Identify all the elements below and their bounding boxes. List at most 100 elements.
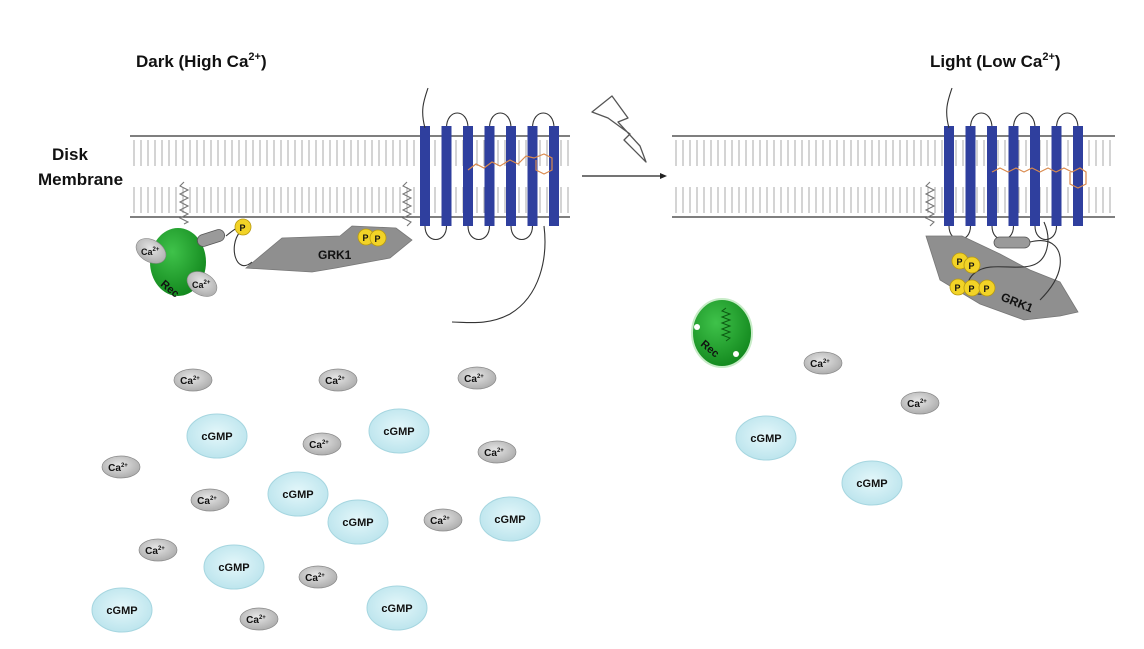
retinal-chromophore: [467, 153, 553, 175]
phosphate-light-4: P: [963, 279, 981, 297]
dark-panel-title: Dark (High Ca2+): [136, 51, 267, 71]
disk-membrane-left: [130, 135, 570, 218]
calcium-ion: Ca2+: [138, 538, 178, 562]
calcium-ion: Ca2+: [173, 368, 213, 392]
phosphate-light-2: P: [963, 256, 981, 274]
svg-text:Ca2+: Ca2+: [141, 247, 160, 257]
phosphate-dark-linker: P: [234, 218, 252, 236]
cgmp-molecule: cGMP: [267, 471, 329, 517]
cgmp-label: cGMP: [381, 603, 412, 615]
calcium-ion: Ca2+: [423, 508, 463, 532]
calcium-label: Ca2+: [430, 516, 450, 527]
helix-4: [484, 126, 495, 226]
lightning-icon: [591, 95, 647, 163]
cgmp-molecule: cGMP: [91, 587, 153, 633]
calcium-label: Ca2+: [907, 399, 927, 410]
calcium-ion: Ca2+: [457, 366, 497, 390]
cgmp-molecule: cGMP: [366, 585, 428, 631]
cgmp-molecule: cGMP: [368, 408, 430, 454]
grk1-helix-dark: [196, 229, 226, 247]
rhodopsin-dark-ctail: [451, 225, 546, 324]
helix-7: [549, 126, 559, 226]
farnesyl-anchor-light: [924, 181, 936, 227]
calcium-ion: Ca2+: [318, 368, 358, 392]
calcium-ion: Ca2+: [900, 391, 940, 415]
cgmp-label: cGMP: [383, 426, 414, 438]
helix-2: [965, 126, 976, 226]
grk1-dark-label: GRK1: [318, 248, 352, 262]
calcium-label: Ca2+: [246, 615, 266, 626]
free-molecules: cGMP cGMP cGMP cGMP cGMP cGMP cGMP cGMP cGMP cGMP…: [91, 351, 940, 633]
helix-2: [441, 126, 452, 226]
cgmp-label: cGMP: [494, 514, 525, 526]
calcium-ion: Ca2+: [190, 488, 230, 512]
membrane-label-line2: Membrane: [38, 170, 123, 189]
grk1-light: GRK1: [925, 235, 1079, 321]
helix-7: [1073, 126, 1083, 226]
farnesyl-anchor-dark: [401, 181, 413, 227]
transition-arrow: [582, 173, 667, 179]
membrane-label-line1: Disk: [52, 145, 88, 164]
cgmp-molecule: cGMP: [186, 413, 248, 459]
calcium-label: Ca2+: [145, 546, 165, 557]
calcium-ion: Ca2+: [803, 351, 843, 375]
cgmp-molecule: cGMP: [479, 496, 541, 542]
cgmp-label: cGMP: [106, 605, 137, 617]
calcium-ion: Ca2+: [298, 565, 338, 589]
helix-5: [1030, 126, 1040, 226]
helix-1: [944, 126, 954, 226]
helix-5: [506, 126, 516, 226]
calcium-ion: Ca2+: [101, 455, 141, 479]
rhodopsin-dark: [420, 87, 559, 324]
cgmp-label: cGMP: [282, 489, 313, 501]
svg-text:P: P: [375, 234, 381, 244]
grk1-helix-light: [993, 236, 1031, 249]
phosphate-dark-2: P: [369, 229, 387, 247]
calcium-label: Ca2+: [305, 573, 325, 584]
svg-text:P: P: [955, 283, 961, 293]
cgmp-molecule: cGMP: [203, 544, 265, 590]
helix-4: [1008, 126, 1019, 226]
calcium-ion: Ca2+: [477, 440, 517, 464]
calcium-on-recoverin-2: Ca2+: [186, 271, 218, 297]
cgmp-label: cGMP: [218, 562, 249, 574]
cgmp-label: cGMP: [342, 517, 373, 529]
calcium-label: Ca2+: [325, 376, 345, 387]
svg-text:P: P: [969, 284, 975, 294]
disk-membrane-right: [672, 135, 1115, 218]
calcium-label: Ca2+: [180, 376, 200, 387]
cgmp-label: cGMP: [201, 431, 232, 443]
svg-text:P: P: [240, 223, 246, 233]
svg-text:P: P: [957, 257, 963, 267]
grk1-dark: GRK1: [244, 225, 413, 273]
calcium-label: Ca2+: [197, 496, 217, 507]
svg-text:P: P: [363, 233, 369, 243]
cgmp-label: cGMP: [750, 433, 781, 445]
cgmp-molecule: cGMP: [735, 415, 797, 461]
helix-3: [463, 126, 473, 226]
rhodopsin-light: [944, 87, 1087, 241]
phosphate-light-5: P: [978, 279, 996, 297]
helix-1: [420, 126, 430, 226]
calcium-label: Ca2+: [484, 448, 504, 459]
calcium-ion: Ca2+: [302, 432, 342, 456]
svg-text:P: P: [969, 261, 975, 271]
cgmp-molecule: cGMP: [841, 460, 903, 506]
helix-3: [987, 126, 997, 226]
helix-6: [527, 126, 538, 226]
phosphate-light-3: P: [949, 278, 967, 296]
calcium-ion: Ca2+: [239, 607, 279, 631]
light-panel-title: Light (Low Ca2+): [930, 51, 1061, 71]
grk1-linker-light: [1029, 240, 1061, 301]
svg-text:P: P: [984, 284, 990, 294]
cgmp-molecule: cGMP: [327, 499, 389, 545]
recoverin-light: Rec: [691, 298, 753, 368]
svg-text:Ca2+: Ca2+: [192, 280, 211, 290]
calcium-label: Ca2+: [309, 440, 329, 451]
retinal-chromophore: [991, 167, 1087, 189]
calcium-label: Ca2+: [810, 359, 830, 370]
calcium-on-recoverin-1: Ca2+: [135, 238, 167, 264]
helix-6: [1051, 126, 1062, 226]
cgmp-label: cGMP: [856, 478, 887, 490]
